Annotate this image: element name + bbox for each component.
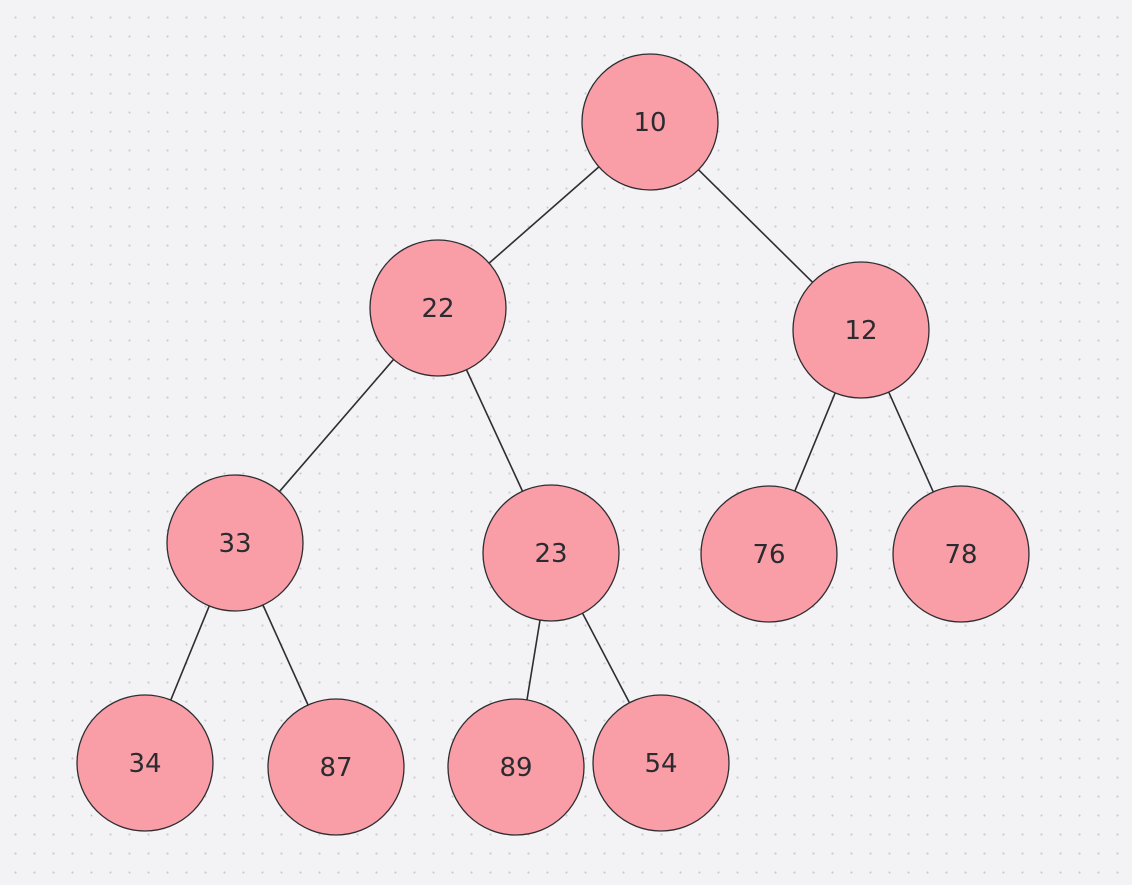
node-circle bbox=[267, 698, 405, 836]
node-circle bbox=[892, 485, 1030, 623]
node-label: 54 bbox=[644, 749, 677, 779]
node-circle bbox=[447, 698, 585, 836]
node-label: 78 bbox=[944, 540, 977, 570]
node-label: 87 bbox=[319, 753, 352, 783]
node-circle bbox=[792, 261, 930, 399]
tree-node-33: 33 bbox=[166, 474, 304, 612]
node-circle bbox=[592, 694, 730, 832]
tree-node-12: 12 bbox=[792, 261, 930, 399]
node-circle bbox=[369, 239, 507, 377]
tree-nodes: 10 22 12 33 23 76 78 34 87 89 54 bbox=[76, 53, 1030, 836]
edge-22-23 bbox=[465, 369, 524, 492]
node-label: 33 bbox=[218, 529, 251, 559]
edge-22-33 bbox=[278, 358, 395, 493]
edge-23-54 bbox=[581, 612, 631, 704]
edge-10-12 bbox=[697, 169, 814, 283]
tree-node-89: 89 bbox=[447, 698, 585, 836]
node-circle bbox=[482, 484, 620, 622]
tree-node-34: 34 bbox=[76, 694, 214, 832]
node-label: 76 bbox=[752, 540, 785, 570]
tree-node-22: 22 bbox=[369, 239, 507, 377]
node-circle bbox=[581, 53, 719, 191]
edge-10-22 bbox=[488, 166, 600, 264]
node-circle bbox=[700, 485, 838, 623]
node-label: 12 bbox=[844, 316, 877, 346]
edge-12-76 bbox=[794, 392, 836, 492]
tree-node-87: 87 bbox=[267, 698, 405, 836]
edge-23-89 bbox=[526, 619, 541, 701]
node-label: 23 bbox=[534, 539, 567, 569]
tree-node-23: 23 bbox=[482, 484, 620, 622]
edge-33-34 bbox=[170, 605, 210, 701]
node-label: 34 bbox=[128, 749, 161, 779]
node-label: 10 bbox=[633, 108, 666, 138]
edge-12-78 bbox=[887, 391, 935, 493]
tree-node-54: 54 bbox=[592, 694, 730, 832]
node-circle bbox=[166, 474, 304, 612]
tree-node-76: 76 bbox=[700, 485, 838, 623]
tree-node-10: 10 bbox=[581, 53, 719, 191]
tree-node-78: 78 bbox=[892, 485, 1030, 623]
node-label: 89 bbox=[499, 753, 532, 783]
edge-33-87 bbox=[262, 604, 309, 706]
node-label: 22 bbox=[421, 294, 454, 324]
tree-edges bbox=[170, 166, 935, 706]
node-circle bbox=[76, 694, 214, 832]
